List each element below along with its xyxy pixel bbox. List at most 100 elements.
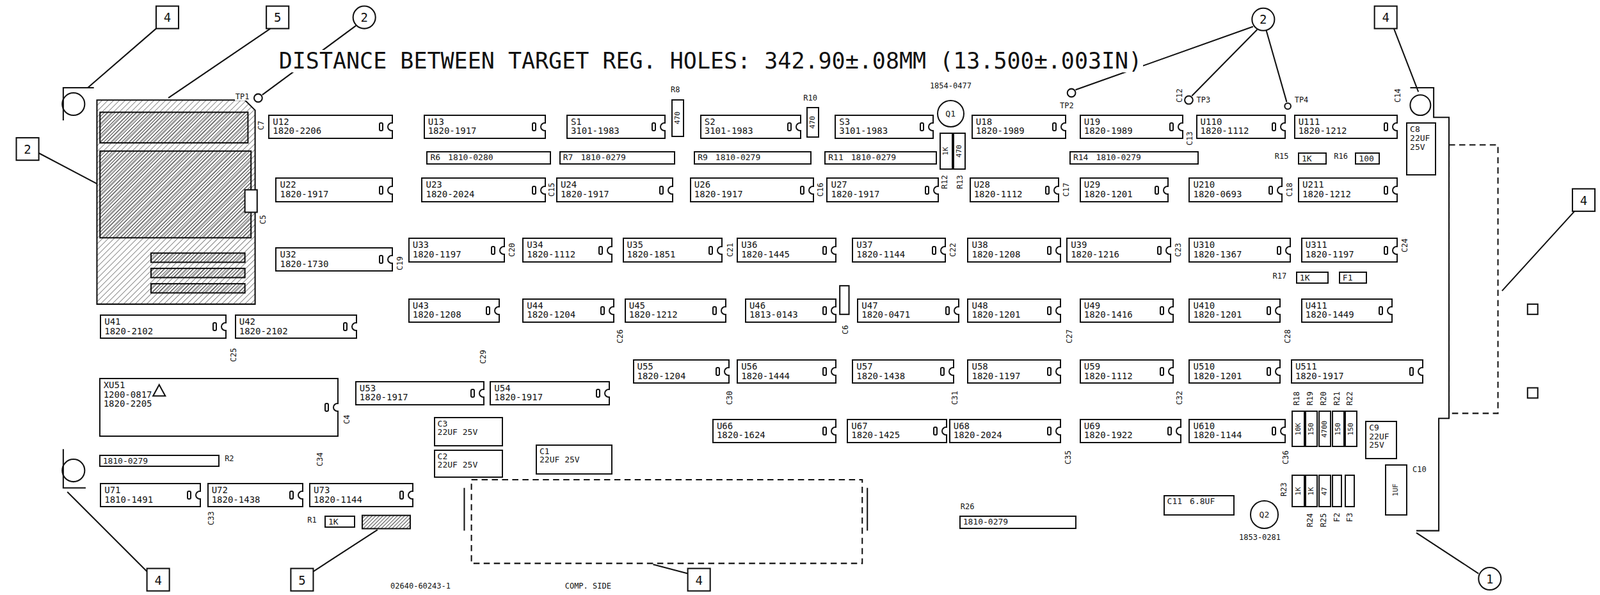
bypass-capacitor-mark — [1159, 366, 1165, 376]
ic-package: U581820-1197 — [967, 359, 1062, 384]
reference-designator: R1 — [307, 515, 317, 524]
component-label: U55 — [637, 361, 654, 372]
pin1-notch — [940, 245, 946, 255]
pin1-notch — [1168, 305, 1174, 315]
bypass-capacitor-mark — [289, 490, 294, 500]
callout-box — [1374, 6, 1398, 29]
component-label: 1820-1989 — [1084, 126, 1133, 136]
pin1-notch — [387, 185, 393, 195]
component-label: 1820-1917 — [359, 392, 409, 402]
bypass-capacitor-mark — [933, 426, 938, 436]
leader-line — [1416, 532, 1479, 574]
ic-package: U571820-1438 — [851, 359, 954, 384]
capacitor-label: C4 — [343, 414, 351, 425]
capacitor-label: C20 — [508, 241, 516, 258]
callout-box — [147, 568, 170, 591]
pin1-notch — [1285, 245, 1291, 255]
callout-number: 4 — [1579, 193, 1588, 207]
vertical-component: 10KR18 — [1291, 410, 1305, 447]
bypass-capacitor-mark — [1266, 305, 1272, 315]
component-label: 1820-1112 — [1200, 126, 1250, 136]
pin1-notch — [297, 490, 304, 500]
pin1-notch — [830, 426, 837, 436]
ic-package: U661820-1624 — [712, 418, 838, 443]
bypass-capacitor-mark — [1159, 305, 1165, 315]
bypass-capacitor-mark — [595, 388, 601, 398]
component-label: U41 — [104, 316, 121, 327]
reference-designator: R23 — [1280, 481, 1288, 496]
pin1-notch — [830, 305, 837, 315]
small-part — [245, 189, 258, 212]
pin1-notch — [195, 490, 201, 500]
reference-designator: R17 — [1272, 272, 1288, 280]
ic-package: U451820-1212 — [624, 298, 727, 323]
component-label: 1810-1491 — [104, 494, 153, 505]
component-label: 1K — [328, 517, 339, 526]
pin1-notch — [953, 305, 960, 315]
component-label: R14 — [1073, 152, 1088, 162]
callout-circle — [1251, 8, 1275, 31]
ic-package: U481820-1201 — [967, 298, 1062, 323]
hatched-part — [99, 151, 251, 238]
callout-box — [290, 568, 313, 591]
ic-package: U691820-1922 — [1079, 418, 1182, 443]
component-label: 1820-1851 — [627, 249, 676, 260]
ic-package: U341820-1112 — [522, 237, 612, 262]
ic-package: U4111820-1449 — [1301, 298, 1393, 323]
ic-package: U541820-1917 — [489, 380, 610, 406]
component-label: 470 — [955, 144, 964, 158]
component-label: 1820-0471 — [861, 309, 911, 320]
resistor-body: R61810-0280 — [426, 151, 552, 165]
bypass-capacitor-mark — [1276, 245, 1282, 255]
pin1-notch — [1274, 305, 1281, 315]
pin1-notch — [716, 245, 723, 255]
component-label: 1K — [1301, 154, 1312, 163]
bypass-capacitor-mark — [1271, 122, 1277, 132]
capacitor-body: C322UF 25V — [433, 416, 504, 447]
vertical-component: 1KR23 — [1291, 474, 1305, 507]
reference-designator: 1854-0477 — [929, 81, 972, 90]
pin1-notch — [1417, 366, 1424, 376]
pin1-notch — [1280, 122, 1286, 132]
vertical-component: 4700R20 — [1318, 410, 1332, 447]
callout-box — [1572, 188, 1595, 212]
component-label: S1 — [570, 117, 582, 127]
reference-designator: R26 — [960, 502, 975, 511]
component-label: U22 — [279, 179, 296, 190]
ic-package: U491820-1416 — [1079, 298, 1174, 323]
reference-designator: R21 — [1333, 391, 1341, 406]
ic-package: U4101820-1201 — [1188, 298, 1280, 323]
component-label: U56 — [741, 361, 758, 372]
component-label: U53 — [359, 383, 376, 393]
vertical-component: F2 — [1331, 474, 1343, 507]
ic-package: U431820-1208 — [408, 298, 500, 323]
component-label: F1 — [1342, 273, 1353, 282]
component-label: 1820-1922 — [1084, 430, 1133, 440]
bypass-capacitor-mark — [600, 305, 605, 315]
pin1-notch — [1177, 122, 1184, 132]
component-label: U39 — [1070, 240, 1087, 250]
rotated-text-holder: 4700 — [1320, 419, 1329, 438]
bypass-capacitor-mark — [470, 388, 475, 398]
pin1-notch — [720, 305, 727, 315]
component-label: 1K — [942, 146, 950, 155]
component-label: 150 — [1334, 422, 1343, 436]
pin1-notch — [1392, 245, 1398, 255]
capacitor-label: C21 — [726, 241, 735, 258]
component-label: 1820-1216 — [1070, 249, 1120, 260]
component-label: U211 — [1302, 179, 1325, 190]
component-label: 1810-0279 — [851, 152, 896, 162]
capacitor-label: C32 — [1175, 389, 1184, 406]
bypass-capacitor-mark — [1052, 122, 1057, 132]
board-outline — [63, 87, 95, 121]
callout-box — [688, 568, 711, 591]
reference-designator: R12 — [940, 174, 949, 189]
mounting-hole — [1409, 94, 1431, 116]
component-label: C8 — [1409, 124, 1421, 134]
bypass-capacitor-mark — [1157, 245, 1162, 255]
pin1-notch — [1055, 366, 1062, 376]
capacitor-label: C26 — [616, 328, 624, 345]
component-label: U28 — [974, 179, 991, 190]
board-marking: 02640-60243-1 — [389, 581, 452, 590]
resistor-body: R141810-0279 — [1069, 151, 1199, 165]
